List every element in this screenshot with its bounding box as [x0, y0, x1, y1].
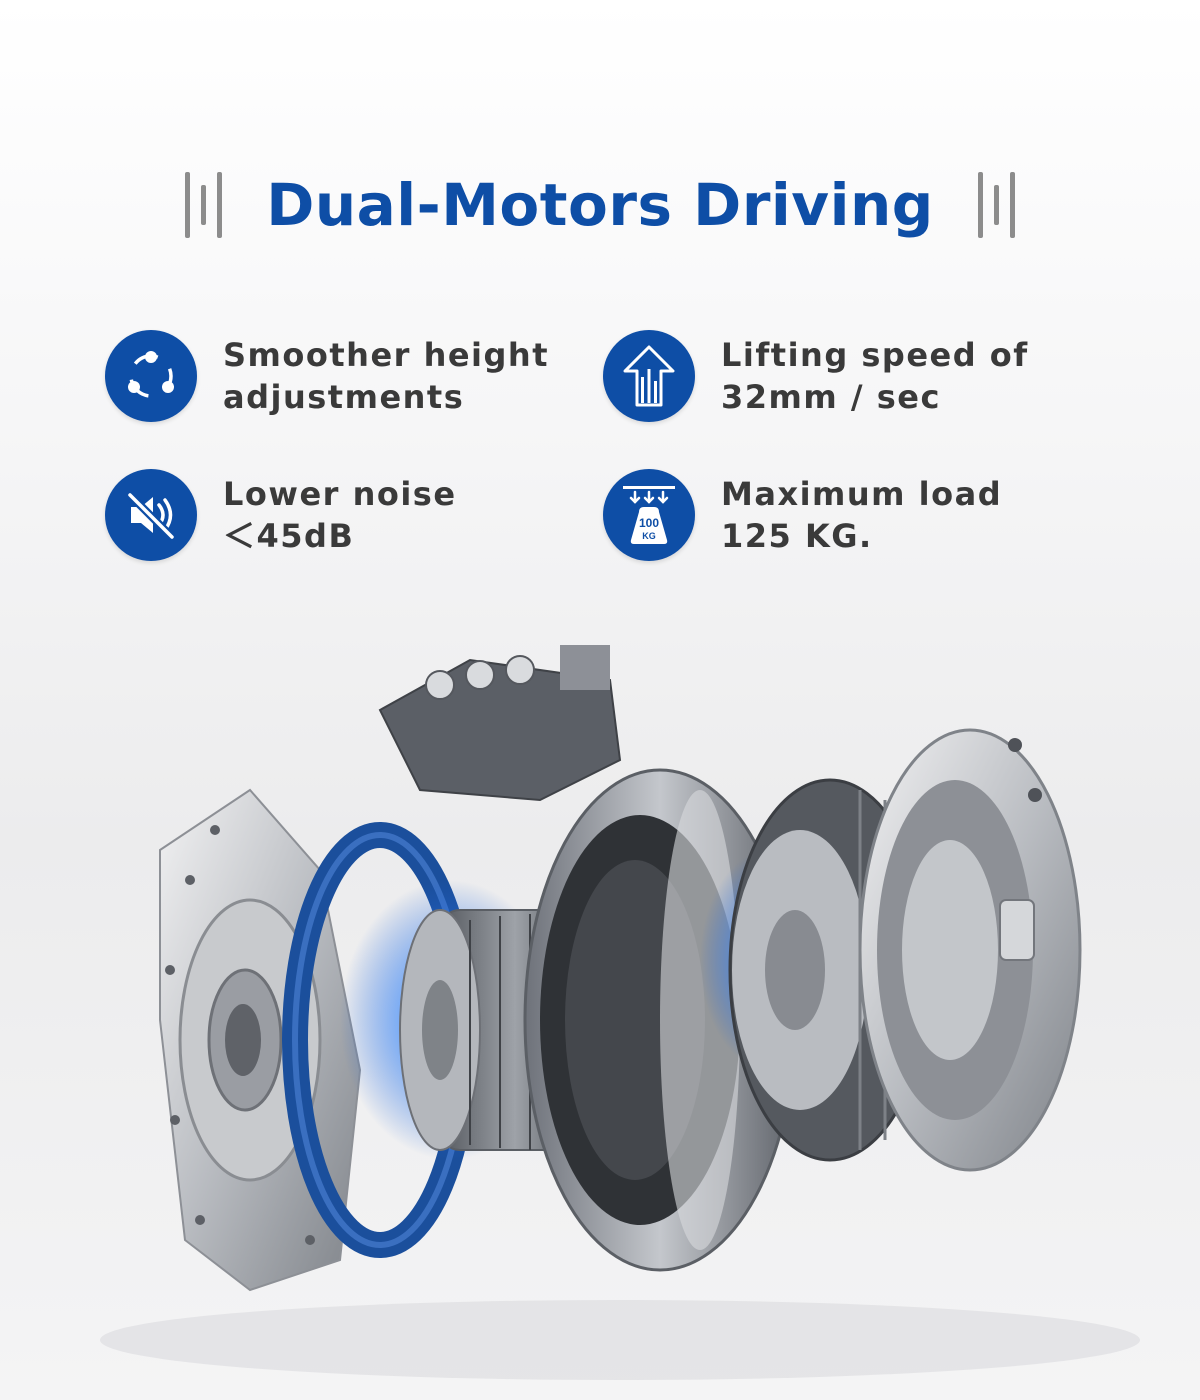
feature-max-load: 100 KG Maximum load 125 KG.	[603, 469, 1002, 561]
feature-smooth-height: Smoother height adjustments	[105, 330, 549, 422]
feature-line: Lower noise	[223, 475, 457, 513]
feature-lifting-speed: Lifting speed of 32mm / sec	[603, 330, 1029, 422]
title-left-bars	[185, 172, 223, 238]
page-title: Dual-Motors Driving	[266, 171, 934, 239]
share-cycle-icon	[105, 330, 197, 422]
lift-arrow-icon	[603, 330, 695, 422]
feature-line: Maximum load	[721, 475, 1003, 513]
feature-line: 32mm / sec	[721, 378, 941, 416]
feature-line: adjustments	[223, 378, 465, 416]
mute-speaker-icon	[105, 469, 197, 561]
feature-low-noise: Lower noise ＜45dB	[105, 469, 457, 561]
feature-line: ＜45dB	[223, 517, 355, 555]
header: Dual-Motors Driving	[0, 160, 1200, 250]
feature-line: Smoother height	[223, 336, 549, 374]
weight-value-label: 100	[639, 516, 659, 530]
outer-housing	[858, 728, 1082, 1172]
title-right-bars	[977, 172, 1015, 238]
exploded-motor-illustration	[100, 645, 1140, 1380]
controller-unit	[378, 645, 622, 802]
weight-unit-label: KG	[642, 531, 656, 541]
weight-load-icon: 100 KG	[603, 469, 695, 561]
feature-line: Lifting speed of	[721, 336, 1029, 374]
feature-line: 125 KG.	[721, 517, 873, 555]
